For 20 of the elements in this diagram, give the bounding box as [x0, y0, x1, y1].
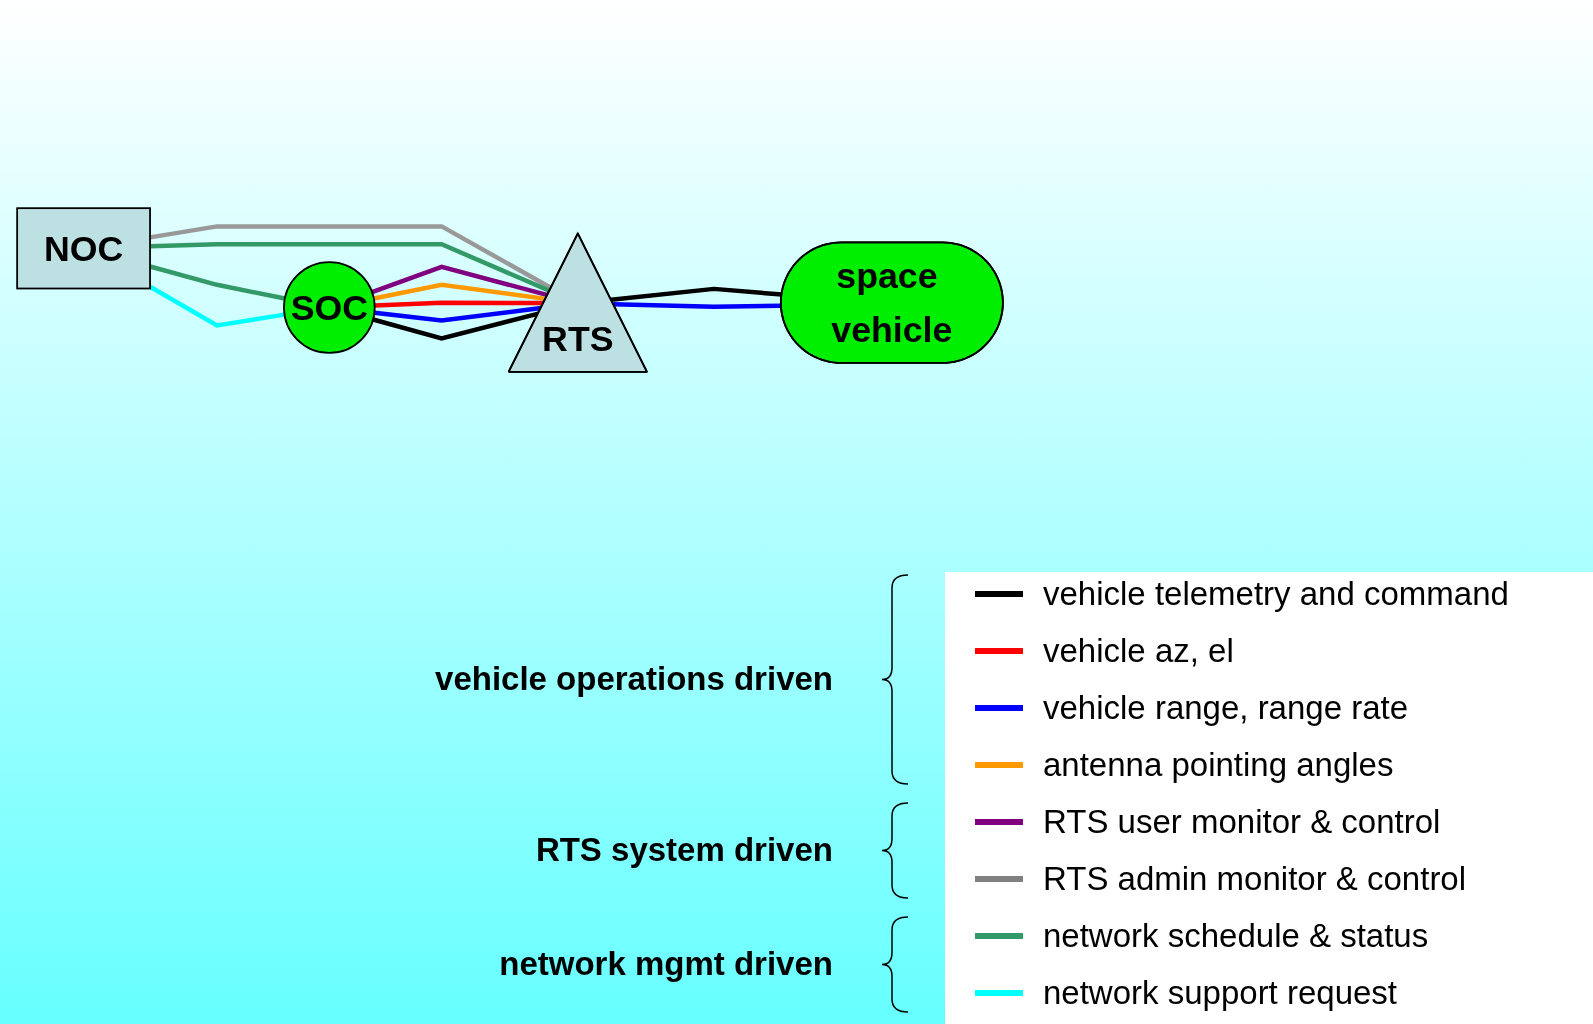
- connector: [373, 282, 547, 302]
- legend-label: RTS admin monitor & control: [1043, 860, 1467, 898]
- legend-label: RTS user monitor & control: [1043, 803, 1441, 841]
- connector: [372, 311, 539, 341]
- node-circle: SOC: [283, 261, 376, 354]
- legend-label: network support request: [1043, 974, 1398, 1012]
- legend-label: vehicle range, range rate: [1043, 689, 1409, 727]
- connector: [374, 300, 544, 308]
- node-box: NOC: [16, 207, 151, 290]
- legend-label: network schedule & status: [1043, 917, 1429, 955]
- connector: [150, 242, 551, 293]
- connector: [148, 284, 285, 328]
- legend-label: vehicle telemetry and command: [1043, 575, 1509, 613]
- group-label: network mgmt driven: [499, 944, 833, 983]
- connector: [374, 305, 542, 323]
- group-label: vehicle operations driven: [435, 659, 833, 698]
- connector: [371, 264, 549, 298]
- group-label: RTS system driven: [535, 830, 833, 869]
- legend-label: antenna pointing angles: [1043, 746, 1394, 784]
- legend-label: vehicle az, el: [1043, 632, 1234, 670]
